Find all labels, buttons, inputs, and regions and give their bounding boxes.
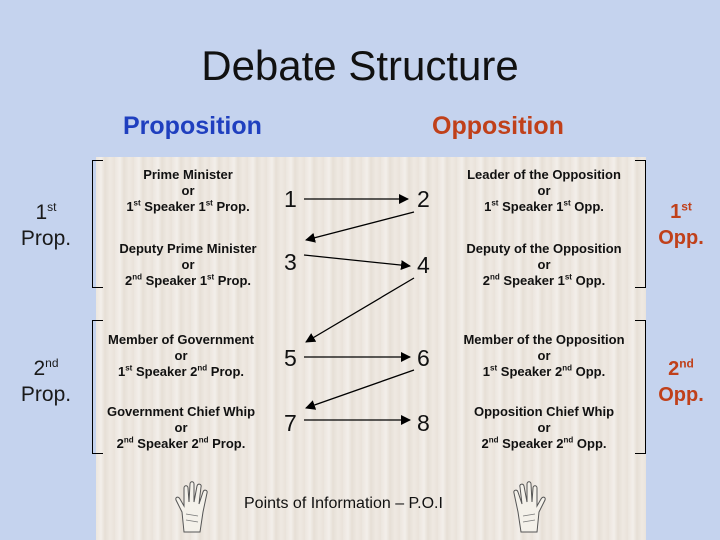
- poi-caption: Points of Information – P.O.I: [244, 495, 443, 513]
- side-label-opp-1: 1st Opp.: [642, 199, 720, 251]
- arrow-3-to-4: [304, 255, 410, 266]
- raised-hand-icon: [170, 478, 216, 534]
- side-label-prop-1: 1st Prop.: [0, 200, 92, 252]
- arrow-6-to-7: [306, 370, 414, 408]
- side-label-opp-2: 2nd Opp.: [642, 356, 720, 408]
- raised-hand-icon: [505, 478, 551, 534]
- arrow-2-to-3: [306, 212, 414, 240]
- side-label-prop-2: 2nd Prop.: [0, 356, 92, 408]
- arrow-4-to-5: [306, 278, 414, 342]
